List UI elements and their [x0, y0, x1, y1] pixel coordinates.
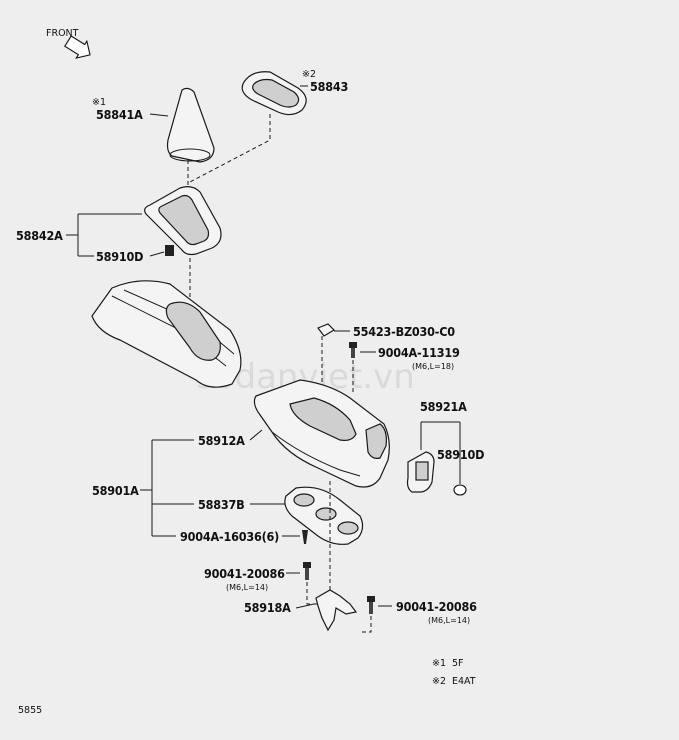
front-arrow-icon: [64, 35, 91, 59]
part-58912A-number: 58912A: [198, 433, 245, 448]
part-bolt-right-shaft: [369, 602, 373, 614]
part-58841A-mark: ※1: [92, 97, 106, 108]
part-58842A-number: 58842A: [16, 228, 63, 243]
part-16036-number: 9004A-16036(6): [180, 529, 279, 544]
part-58842A-inner: [158, 194, 210, 246]
part-58841A-shape: [166, 87, 215, 163]
part-11319-number: 9004A-11319: [378, 345, 460, 360]
part-58910D-clip: [165, 245, 174, 256]
part-58918A-number: 58918A: [244, 600, 291, 615]
part-58843-mark: ※2: [302, 69, 316, 80]
part-58843-inner: [252, 78, 300, 108]
part-58910D-top-number: 58910D: [96, 249, 143, 264]
part-58837B-number: 58837B: [198, 497, 245, 512]
part-58910D-right-number: 58910D: [437, 447, 484, 462]
leader-58912A-b: [249, 429, 263, 441]
part-58837B-cup1: [293, 493, 315, 507]
part-58912A-rear-pocket: [365, 423, 387, 459]
part-bolt-right-head: [367, 596, 375, 602]
part-90041-left-number: 90041-20086: [204, 566, 285, 581]
part-11319-spec: (M6,L=18): [412, 362, 454, 371]
part-58843-number: 58843: [310, 79, 348, 94]
part-bolt-11319-head: [349, 342, 357, 348]
part-58912A-top-opening: [289, 397, 357, 441]
part-58837B-cup2: [315, 507, 337, 521]
part-58912A-side-edge: [271, 431, 361, 477]
part-58921A-number: 58921A: [420, 399, 467, 414]
front-label: FRONT: [46, 28, 79, 39]
part-58901A-number: 58901A: [92, 483, 139, 498]
part-console-frame: [91, 280, 242, 388]
part-58918A-shape: [315, 589, 358, 632]
part-58837B-cup3: [337, 521, 359, 535]
part-90041-right-number: 90041-20086: [396, 599, 477, 614]
leader-58910D-top: [149, 251, 165, 257]
part-55423-number: 55423-BZ030-C0: [353, 324, 455, 339]
guide-58843: [189, 114, 271, 183]
footer-code: 5855: [18, 705, 42, 716]
part-bolt-left-head: [303, 562, 311, 568]
part-58921A-slot: [415, 461, 429, 481]
part-90041-left-spec: (M6,L=14): [226, 583, 268, 592]
part-90041-right-spec: (M6,L=14): [428, 616, 470, 625]
part-58912A-shape: [253, 379, 390, 488]
part-55423-clip: [317, 323, 335, 337]
note-1-text: 5F: [452, 658, 464, 669]
note-1-mark: ※1: [432, 658, 446, 669]
leader-58841A: [149, 113, 169, 117]
part-16036-clip: [302, 530, 308, 544]
part-58841A-number: 58841A: [96, 107, 143, 122]
part-bolt-left-shaft: [305, 568, 309, 580]
leader-58918A: [295, 603, 315, 609]
part-console-frame-opening: [165, 301, 221, 361]
part-58841A-base: [169, 148, 211, 162]
part-58910D-right-grommet: [453, 484, 467, 496]
bracket-58842A: [66, 214, 79, 236]
note-2-text: E4AT: [452, 676, 476, 687]
guide-90041-right: [360, 616, 372, 633]
note-2-mark: ※2: [432, 676, 446, 687]
part-bolt-11319-shaft: [351, 348, 355, 358]
